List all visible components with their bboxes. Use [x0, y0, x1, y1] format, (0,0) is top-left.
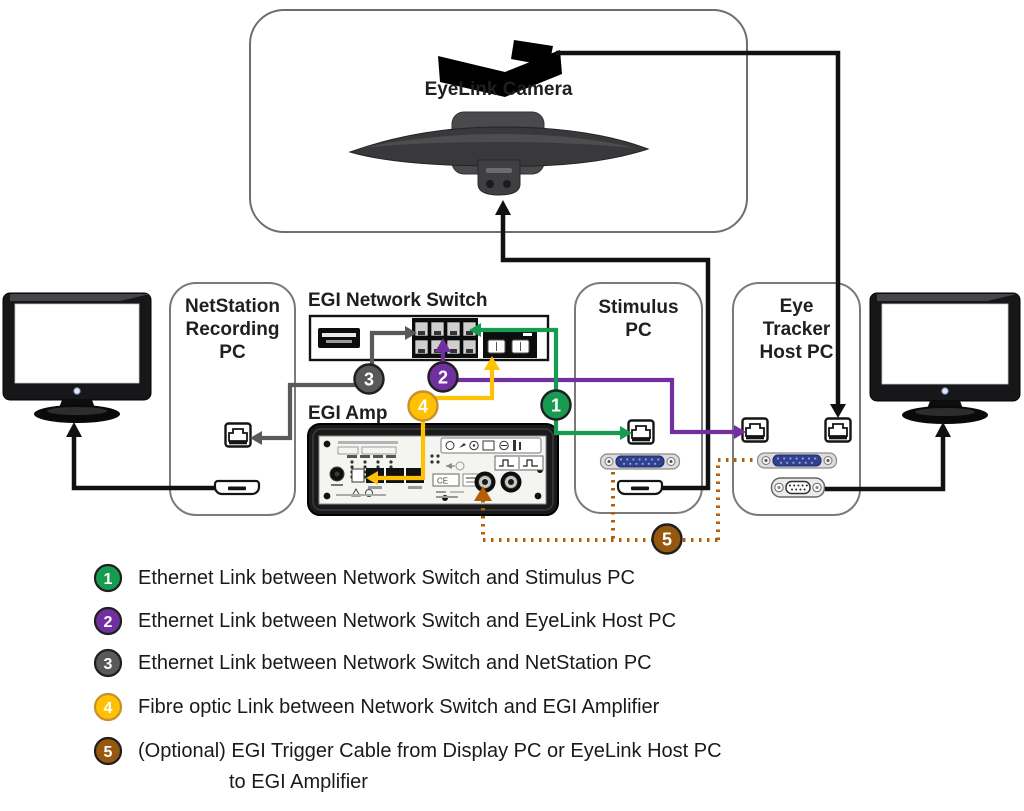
eyelink-camera-device [348, 111, 650, 196]
amp-icon-strip [440, 437, 542, 454]
svg-text:5: 5 [662, 530, 672, 550]
legend-text-5: (Optional) EGI Trigger Cable from Displa… [138, 739, 722, 762]
egi-network-switch-label: EGI Network Switch [308, 290, 488, 311]
svg-text:3: 3 [104, 656, 113, 673]
svg-text:2: 2 [438, 368, 448, 388]
cable-camera-to-host [556, 50, 846, 418]
cable-egi-trigger [474, 458, 755, 542]
stimulus-pc-label: Stimulus PC [598, 297, 679, 341]
badge-4: 4 [407, 390, 439, 422]
amp-power-connector [329, 466, 345, 486]
legend-badge-4: 4 [93, 692, 123, 722]
legend-text-4: Fibre optic Link between Network Switch … [138, 695, 660, 718]
legend-badge-1: 1 [93, 563, 123, 593]
camera-icon [438, 40, 562, 97]
ce-mark-text: CE [437, 477, 448, 486]
legend-text-1: Ethernet Link between Network Switch and… [138, 566, 635, 589]
legend-item-3: 3 Ethernet Link between Network Switch a… [93, 648, 652, 678]
host-ethernet-port-1-icon [741, 417, 769, 443]
netstation-ethernet-port-icon [224, 422, 252, 448]
amp-bnc-connectors [474, 471, 522, 493]
netstation-pc-label: NetStation Recording PC [185, 296, 280, 363]
cable-stimulus-to-camera [495, 200, 711, 491]
eyelink-camera-label: EyeLink Camera [424, 79, 573, 100]
left-monitor-icon [2, 292, 152, 423]
amp-fine-print [336, 494, 386, 496]
amp-trigger-label [494, 455, 544, 471]
legend-badge-2: 2 [93, 606, 123, 636]
badge-1: 1 [540, 389, 572, 421]
network-switch-device [308, 314, 550, 362]
legend-badge-3: 3 [93, 648, 123, 678]
cable-host-to-right-monitor [825, 422, 951, 492]
host-parallel-port-icon [756, 452, 838, 469]
badge-2: 2 [427, 361, 459, 393]
switch-brand-logo [318, 328, 360, 348]
host-ethernet-port-2-icon [824, 417, 852, 443]
svg-text:1: 1 [551, 396, 561, 416]
cable-ethernet-netstation [250, 326, 417, 445]
stimulus-parallel-port-icon [599, 453, 681, 470]
stimulus-display-port-icon [616, 479, 664, 496]
amp-dip-switches [347, 454, 440, 479]
svg-text:2: 2 [104, 614, 113, 631]
right-monitor-icon [869, 292, 1021, 424]
svg-text:4: 4 [104, 700, 113, 717]
svg-text:1: 1 [104, 571, 113, 588]
eye-tracker-host-pc-label: Eye Tracker Host PC [759, 296, 834, 363]
legend-text-2: Ethernet Link between Network Switch and… [138, 609, 677, 632]
stimulus-ethernet-port-icon [627, 419, 655, 445]
legend-badge-5: 5 [93, 736, 123, 766]
legend-item-4: 4 Fibre optic Link between Network Switc… [93, 692, 659, 722]
egi-amp-device: CE [307, 423, 559, 516]
badge-5: 5 [651, 523, 683, 555]
netstation-display-port-icon [213, 479, 261, 496]
switch-sfp-module [483, 330, 537, 358]
legend-text-5-line2: to EGI Amplifier [229, 771, 368, 793]
egi-amp-label: EGI Amp [308, 403, 388, 424]
legend-item-1: 1 Ethernet Link between Network Switch a… [93, 563, 635, 593]
svg-text:4: 4 [418, 397, 428, 417]
amp-top-label [337, 441, 398, 455]
legend-item-5: 5 (Optional) EGI Trigger Cable from Disp… [93, 736, 722, 766]
cable-netstation-to-left-monitor [66, 422, 216, 491]
host-serial-port-icon [770, 477, 826, 498]
netstation-pc-box [169, 282, 296, 516]
svg-text:3: 3 [364, 370, 374, 390]
amp-ce-label: CE [432, 473, 484, 498]
svg-text:5: 5 [104, 744, 113, 761]
cable-ethernet-stimulus [469, 323, 632, 440]
legend-item-2: 2 Ethernet Link between Network Switch a… [93, 606, 676, 636]
legend-text-3: Ethernet Link between Network Switch and… [138, 651, 652, 674]
badge-3: 3 [353, 363, 385, 395]
amp-rear-arrow-icon [446, 461, 465, 471]
